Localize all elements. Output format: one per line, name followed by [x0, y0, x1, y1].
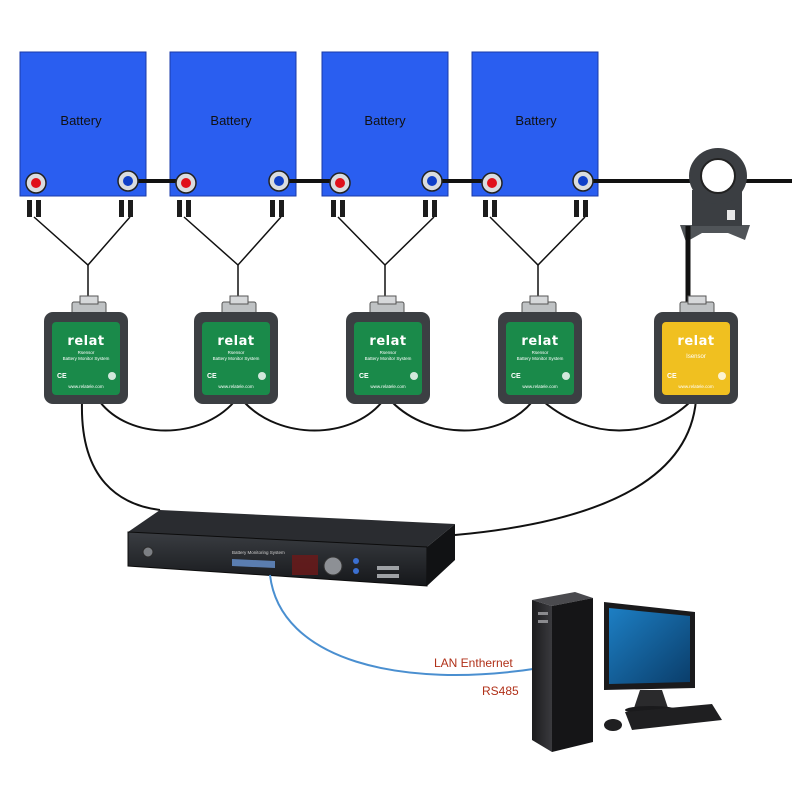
rs485-label: RS485: [482, 684, 519, 698]
mouse-icon: [604, 719, 622, 731]
module-type: Rsensor: [78, 350, 95, 355]
module-type: Rsensor: [532, 350, 549, 355]
current-sensor-icon: [680, 148, 750, 242]
battery-1: Battery: [19, 51, 147, 197]
controller-label: Battery Monitoring System: [232, 550, 285, 555]
module-label-plate: [506, 322, 574, 395]
negative-terminal-icon: [421, 170, 443, 192]
brand-logo: relat: [369, 334, 406, 349]
status-led-icon: [718, 372, 726, 380]
module-desc: Battery Monitor System: [63, 356, 110, 361]
module-type: Rsensor: [228, 350, 245, 355]
isensor-module: relat Isensor CE www.relatele.com: [654, 295, 738, 404]
module-label-plate: [662, 322, 730, 395]
brand-logo: relat: [677, 334, 714, 349]
module-desc: Battery Monitor System: [213, 356, 260, 361]
monitoring-controller: Battery Monitoring System: [127, 510, 455, 587]
indicator-led-icon: [353, 558, 359, 564]
battery-terminals: [25, 170, 594, 194]
desktop-computer: [532, 592, 722, 752]
rsensor-module-3: relat Rsensor Battery Monitor System CE …: [346, 295, 430, 404]
rsensor-module-1: relat Rsensor Battery Monitor System CE …: [44, 295, 128, 404]
module-url: www.relatele.com: [218, 384, 254, 389]
module-label-plate: [202, 322, 270, 395]
port-slot-icon: [377, 574, 399, 578]
network-cable: [269, 574, 541, 676]
brand-logo: relat: [521, 334, 558, 349]
positive-terminal-icon: [329, 172, 351, 194]
keypad-icon: [292, 555, 318, 575]
module-url: www.relatele.com: [678, 384, 714, 389]
negative-terminal-icon: [268, 170, 290, 192]
power-button-icon: [142, 546, 154, 558]
ce-mark: CE: [359, 373, 369, 380]
positive-terminal-icon: [481, 172, 503, 194]
module-label-plate: [354, 322, 422, 395]
brand-logo: relat: [217, 334, 254, 349]
positive-terminal-icon: [25, 172, 47, 194]
module-label-plate: [52, 322, 120, 395]
negative-terminal-icon: [117, 170, 139, 192]
ce-mark: CE: [207, 373, 217, 380]
terminal-clips: [27, 200, 588, 217]
ce-mark: CE: [667, 373, 677, 380]
rsensor-module-4: relat Rsensor Battery Monitor System CE …: [498, 295, 582, 404]
monitor-screen: [609, 608, 690, 684]
ce-mark: CE: [511, 373, 521, 380]
indicator-led-icon: [353, 568, 359, 574]
module-url: www.relatele.com: [68, 384, 104, 389]
status-led-icon: [562, 372, 570, 380]
module-chain-wires: [80, 399, 697, 536]
status-led-icon: [258, 372, 266, 380]
status-led-icon: [410, 372, 418, 380]
rsensor-module-2: relat Rsensor Battery Monitor System CE …: [194, 295, 278, 404]
module-desc: Battery Monitor System: [517, 356, 564, 361]
brand-logo: relat: [67, 334, 104, 349]
module-desc: Battery Monitor System: [365, 356, 412, 361]
control-knob-icon: [323, 556, 343, 576]
battery-4: Battery: [471, 51, 599, 197]
ce-mark: CE: [57, 373, 67, 380]
negative-terminal-icon: [572, 170, 594, 192]
module-url: www.relatele.com: [522, 384, 558, 389]
module-type: Isensor: [686, 354, 706, 360]
positive-terminal-icon: [175, 172, 197, 194]
sense-wires: [33, 216, 586, 310]
port-slot-icon: [377, 566, 399, 570]
battery-label: Battery: [60, 113, 102, 128]
battery-label: Battery: [364, 113, 406, 128]
lcd-display: [232, 559, 275, 568]
battery-label: Battery: [210, 113, 252, 128]
module-type: Rsensor: [380, 350, 397, 355]
battery-label: Battery: [515, 113, 557, 128]
keyboard-icon: [625, 704, 722, 730]
lan-label: LAN Enthernet: [434, 656, 513, 670]
status-led-icon: [108, 372, 116, 380]
module-url: www.relatele.com: [370, 384, 406, 389]
